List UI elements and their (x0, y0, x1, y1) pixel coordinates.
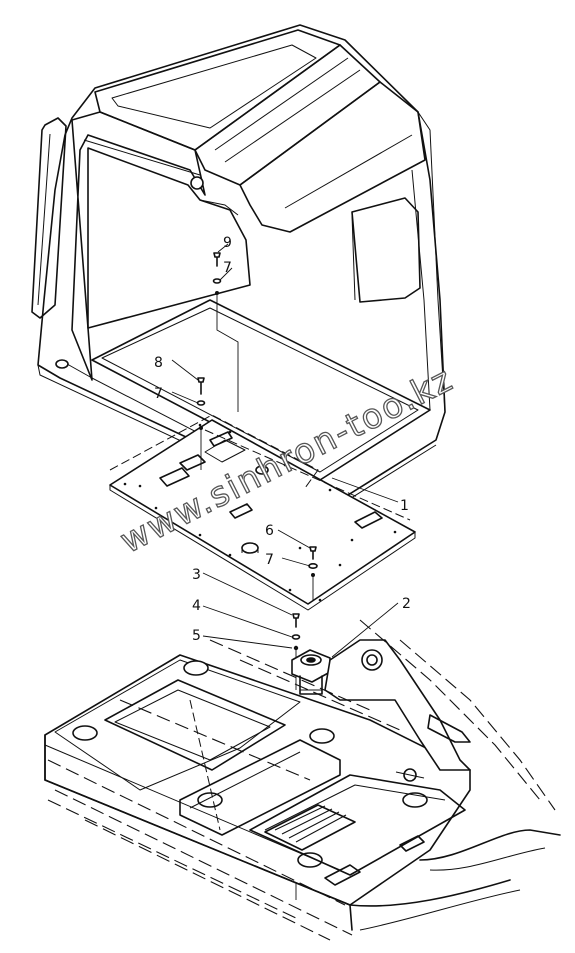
callout-7-middle: 7 (154, 386, 163, 402)
mounting-plate (109, 419, 416, 611)
operator-cab (31, 24, 446, 511)
cab-base-projection (109, 414, 319, 489)
dashed-projection-lines (47, 429, 556, 941)
callout-1: 1 (400, 498, 409, 514)
fasteners (196, 252, 318, 651)
callout-labels: 9 7 8 7 1 6 7 3 4 5 2 (154, 235, 411, 644)
callout-6: 6 (265, 523, 274, 539)
callout-3: 3 (192, 567, 201, 583)
callout-4: 4 (192, 598, 201, 614)
callout-7-lower: 7 (265, 552, 274, 568)
callout-7-upper: 7 (223, 260, 232, 276)
callout-5: 5 (192, 628, 201, 644)
upper-frame (44, 639, 561, 931)
callout-9: 9 (223, 235, 232, 251)
cab-damper-mount (291, 649, 331, 695)
leader-lines (171, 243, 399, 658)
callout-2: 2 (402, 596, 411, 612)
callout-8: 8 (154, 355, 163, 371)
